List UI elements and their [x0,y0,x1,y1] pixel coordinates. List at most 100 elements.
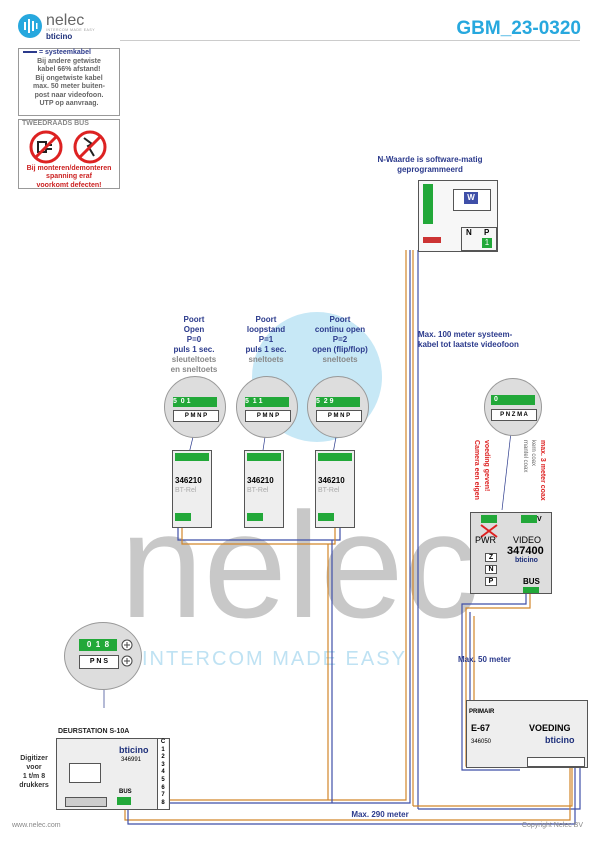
camera-pwr-label: PWR [475,535,496,545]
cable-note-line: Bij andere getwiste [37,57,101,65]
button-label: C [160,739,166,745]
digitizer-label: Digitizer voor 1 t/m 8 drukkers [14,754,54,790]
relay-caption-sub: sneltoets [322,355,358,364]
cable-note: = systeemkabel Bij andere getwiste kabel… [18,48,120,116]
voeding-brand: bticino [545,735,575,745]
relay-caption-line: continu open [314,325,366,334]
relay-model: 346210 [247,476,274,485]
relay-3-zoom: 5 2 9 P M N P [307,376,369,438]
relay-display: 5 1 1 [245,397,289,407]
footer-right: Copyright Nelec BV [521,822,583,829]
button-label: 5 [161,776,165,783]
deurstation-label: DEURSTATION S-10A [58,728,130,735]
videofoon-device: W N P 1 [418,180,498,252]
no-power-warning-icon [29,130,107,163]
camera-brand: bticino [515,557,538,564]
max100-label: Max. 100 meter systeem- kabel tot laatst… [418,330,548,350]
camera-p: P [485,577,497,586]
videofoon-screen: W [453,189,491,211]
coax-label-line: max. 3 meter coax [539,440,546,501]
relay-bt: BT-Rel [318,487,340,494]
camera-n: N [485,565,497,574]
max100-line: kabel tot laatste videofoon [418,340,519,349]
camera-bus-terms [523,587,539,593]
logo-sub: bticino [46,32,73,41]
page-title: GBM_23-0320 [456,18,581,39]
relay-top-terms [175,453,209,461]
relay-caption-line: P=0 [186,335,202,344]
cross-icon [480,524,498,538]
max100-line: Max. 100 meter systeem- [418,330,513,339]
watermark-tag: INTERCOM MADE EASY [142,648,407,670]
term: N [96,658,102,665]
videofoon-n-label: N [466,228,472,237]
button-label: 1 [161,746,165,753]
relay-caption-sub: sneltoets [248,355,284,364]
relay-bottom-terms [175,513,191,521]
relay-caption-line: Poort [255,315,277,324]
relay-caption-sub: en sneltoets [170,365,218,374]
relay-terminals: P M N P [173,410,219,422]
camera-v-label: V [537,516,542,523]
term: N [505,412,511,418]
cable-note-line: Bij ongetwiste kabel [35,74,103,82]
relay-terminals: P M N P [245,410,291,422]
relay-caption-sub: sleuteltoets [171,355,217,364]
bus-note: TWEEDRAADS BUS Bij monteren/demonteren s… [18,119,120,189]
relay-model: 346210 [318,476,345,485]
camera-video-label: VIDEO [513,535,542,545]
max290-label: Max. 290 meter [351,810,409,819]
voeding-label: VOEDING [529,723,571,733]
deurstation-zoom: 0 1 8 P N S [64,622,142,690]
digitizer-line: drukkers [19,782,49,789]
videofoon-p-label: P [484,228,490,237]
videofoon-jumper [423,237,441,243]
button-label: 2 [161,754,165,761]
relay-caption-line: Open [183,325,205,334]
term: A [523,412,528,418]
relay-caption-line: P=1 [258,335,274,344]
relay-1-zoom: 5 0 1 P M N P [164,376,226,438]
term: P [203,413,208,419]
relay-bt: BT-Rel [175,487,197,494]
deurstation-display-panel [69,763,101,783]
term: N [269,413,274,419]
deurstation-bus-terms [117,797,131,805]
relay-3-caption: Poort continu open P=2 open (flip/flop) … [300,315,380,365]
button-label: 6 [161,784,165,791]
deurstation-module: bticino 346991 BUS C 1 2 3 4 5 6 7 8 [56,738,170,810]
nelec-logo: nelec INTERCOM MADE EASY bticino [18,12,118,42]
deurstation-terminals: P N S [79,655,119,669]
term: M [333,413,339,419]
relay-caption-line: Poort [329,315,351,324]
term: P [89,658,95,665]
cable-note-line: post naar videofoon. [34,91,104,99]
voeding-model: E-67 [471,723,491,733]
term: N [340,413,345,419]
relay-top-terms [318,453,352,461]
relay-top-terms [247,453,281,461]
camera-terminals: P N Z M A [491,409,537,421]
relay-caption-line: P=2 [332,335,348,344]
term: M [190,413,196,419]
cable-note-line: max. 50 meter buiten- [33,83,105,90]
bus-note-heading: TWEEDRAADS BUS [22,120,89,127]
cable-note-line: kabel 66% afstand! [37,66,101,73]
term: P [327,413,332,419]
relay-caption-line: loopstand [246,325,286,334]
logo-brand: nelec [46,12,85,29]
relay-model: 346210 [175,476,202,485]
camera-zoom: 0 P N Z M A [484,378,542,436]
logo-tag: INTERCOM MADE EASY [46,28,96,32]
videofoon-heading-line: N-Waarde is software-matig [377,155,483,164]
digitizer-line: Digitizer [20,755,48,762]
videofoon-heading-line: geprogrammeerd [397,165,463,174]
term: S [103,658,109,665]
camera-z: Z [485,553,497,562]
camera-bus-label: BUS [523,577,540,586]
max50-label: Max. 50 meter [458,655,511,664]
term: P [184,413,189,419]
camera-module-347400: V PWR VIDEO 347400 bticino Z N P BUS [470,512,552,594]
cable-note-line: UTP op aanvraag. [39,100,99,107]
